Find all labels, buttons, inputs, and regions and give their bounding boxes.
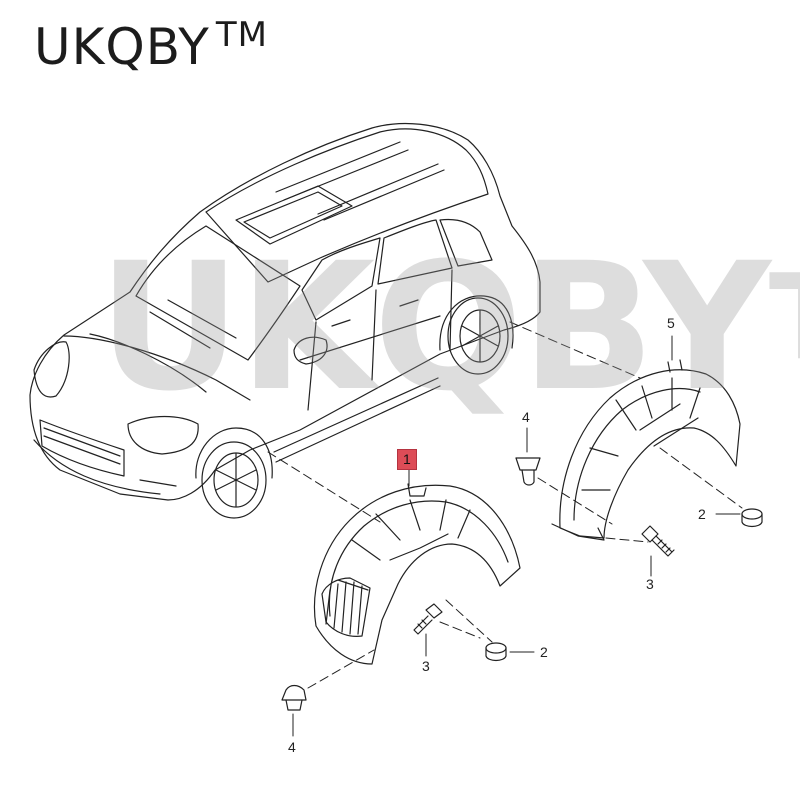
car-bumper bbox=[34, 440, 176, 494]
nut-front-part bbox=[486, 643, 506, 661]
callout-ticks bbox=[293, 336, 740, 736]
brand-name: UKQBY bbox=[34, 18, 210, 76]
car-mirror bbox=[294, 337, 327, 364]
front-liner-grate-slats bbox=[326, 582, 362, 634]
rear-liner-ribs bbox=[582, 378, 700, 490]
leader-rear-arch bbox=[510, 322, 640, 378]
car-right-headlight bbox=[128, 417, 198, 455]
front-liner bbox=[314, 484, 520, 664]
car-front-wheel bbox=[202, 442, 266, 518]
car-front-rim bbox=[214, 453, 258, 507]
callout-front-liner[interactable]: 1 bbox=[397, 449, 417, 470]
rear-liner-flange bbox=[552, 524, 604, 540]
leader-screw-rear bbox=[606, 538, 648, 542]
rear-liner-outer bbox=[560, 370, 740, 538]
rear-liner bbox=[552, 360, 740, 540]
car-quarter-window bbox=[440, 220, 492, 267]
car-rear-window bbox=[378, 220, 452, 284]
callout-clip-front[interactable]: 4 bbox=[288, 739, 296, 755]
car-left-headlight bbox=[34, 342, 69, 397]
callout-screw-rear[interactable]: 3 bbox=[646, 576, 654, 592]
car-front-window bbox=[302, 238, 380, 320]
clip-rear-part bbox=[516, 458, 540, 485]
car-rear-arch bbox=[440, 296, 513, 350]
car-grille bbox=[40, 420, 124, 476]
callout-clip-rear[interactable]: 4 bbox=[522, 409, 530, 425]
car-front-arch bbox=[196, 428, 272, 478]
front-liner-grate bbox=[322, 578, 370, 636]
leader-nut-right bbox=[660, 448, 742, 508]
front-liner-ribs bbox=[338, 500, 470, 590]
leader-clip-front bbox=[308, 650, 374, 688]
car-door-lines bbox=[300, 270, 452, 410]
clip-front-part bbox=[282, 686, 306, 711]
car-wiper bbox=[150, 300, 236, 348]
car-hood bbox=[64, 334, 250, 400]
callout-screw-front[interactable]: 3 bbox=[422, 658, 430, 674]
car-illustration bbox=[30, 124, 540, 518]
car-body-outline bbox=[30, 124, 540, 500]
leader-front-arch bbox=[268, 452, 380, 522]
car-rear-wheel bbox=[448, 298, 508, 374]
car-front-spokes bbox=[216, 454, 256, 506]
watermark-trademark: TM bbox=[769, 248, 800, 386]
leader-screw-front bbox=[440, 622, 480, 638]
car-windshield bbox=[136, 226, 300, 360]
car-sill bbox=[274, 378, 440, 462]
callout-nut-right[interactable]: 2 bbox=[698, 506, 706, 522]
callout-rear-liner[interactable]: 5 bbox=[667, 315, 675, 331]
car-rear-spokes bbox=[462, 310, 498, 362]
nut-right-part bbox=[742, 509, 762, 527]
brand-trademark: TM bbox=[215, 15, 268, 55]
front-liner-inner bbox=[329, 501, 508, 616]
car-roof bbox=[206, 129, 488, 282]
rear-liner-inner bbox=[574, 389, 700, 520]
rear-liner-tab bbox=[668, 360, 682, 372]
front-liner-outer bbox=[314, 485, 520, 664]
callout-nut-front[interactable]: 2 bbox=[540, 644, 548, 660]
screw-rear-part bbox=[642, 526, 674, 556]
car-door-handle bbox=[332, 300, 418, 326]
front-liner-tab bbox=[408, 484, 426, 496]
car-roof-rail bbox=[276, 142, 444, 220]
screw-front-part bbox=[414, 604, 442, 634]
leader-nut-front bbox=[446, 600, 492, 642]
watermark-name: UKQBY bbox=[98, 225, 771, 430]
